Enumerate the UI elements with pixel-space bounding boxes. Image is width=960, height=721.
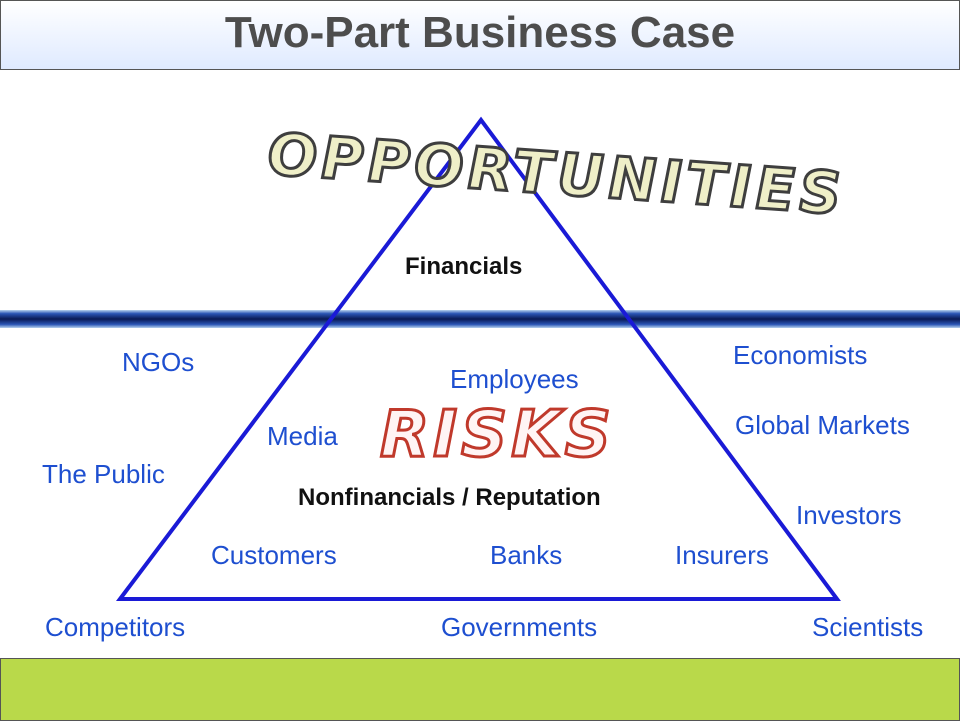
stakeholder-insurers: Insurers [675,540,769,570]
triangle-outline [115,116,841,601]
stakeholder-customers: Customers [211,540,337,570]
stakeholder-media: Media [267,421,338,451]
stakeholder-global-markets: Global Markets [735,410,910,440]
financials-label: Financials [405,253,523,280]
title-bar [0,0,960,70]
stakeholder-banks: Banks [490,540,563,570]
footer-bar [0,658,960,721]
stakeholder-the-public: The Public [42,459,165,489]
stakeholder-scientists: Scientists [812,612,924,642]
stakeholder-governments: Governments [441,612,598,642]
stakeholder-ngos: NGOs [122,347,195,377]
slide-title: Two-Part Business Case [224,8,736,57]
nonfinancials-label: Nonfinancials / Reputation [298,484,601,511]
stakeholder-employees: Employees [450,364,579,394]
stakeholder-competitors: Competitors [45,612,186,642]
risks-heading: RISKS [379,397,615,474]
stakeholder-investors: Investors [796,500,902,530]
stakeholder-economists: Economists [733,340,868,370]
divider-band [0,310,960,328]
